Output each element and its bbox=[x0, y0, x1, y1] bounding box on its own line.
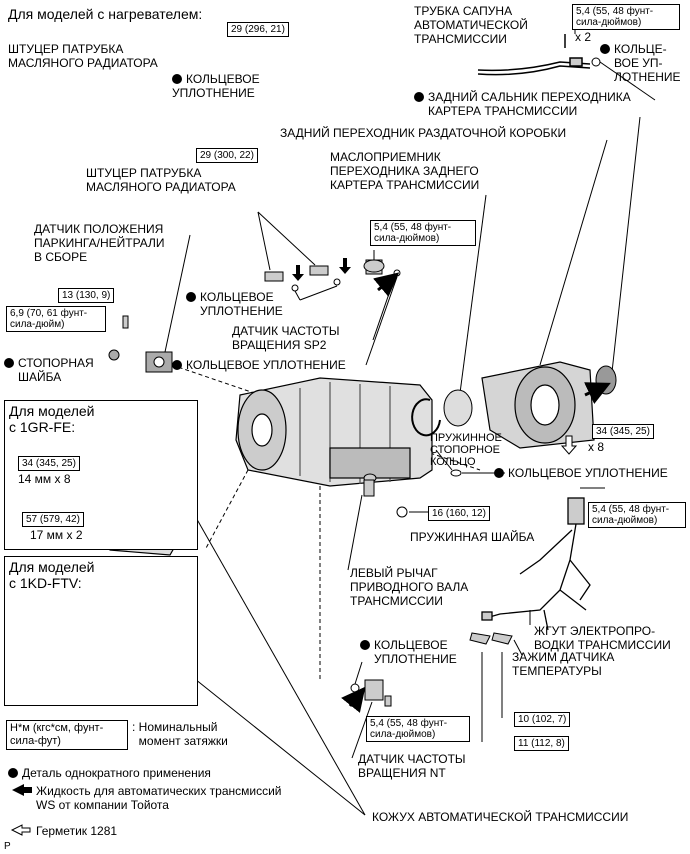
nonreusable-icon bbox=[172, 74, 182, 84]
o-ring-1-label: КОЛЬЦЕВОЕ УПЛОТНЕНИЕ bbox=[172, 72, 260, 100]
temp-clamp bbox=[469, 632, 523, 742]
torque-fitting2-box: 29 (300, 22) bbox=[196, 148, 258, 163]
legend-torque-format: Н*м (кгс*см, фунт- сила-фут) bbox=[6, 720, 128, 750]
nonreusable-icon bbox=[8, 768, 18, 778]
nonreusable-icon bbox=[360, 640, 370, 650]
o-ring-4-text: КОЛЬЦЕВОЕ УПЛОТНЕНИЕ bbox=[186, 358, 346, 372]
o-ring-2-label: КОЛЬЦЕ- ВОЕ УП- ЛОТНЕНИЕ bbox=[600, 42, 681, 84]
o-ring-5-label: КОЛЬЦЕВОЕ УПЛОТНЕНИЕ bbox=[494, 466, 668, 480]
o-ring-3-text: КОЛЬЦЕВОЕ УПЛОТНЕНИЕ bbox=[200, 290, 283, 318]
nonreusable-icon bbox=[494, 468, 504, 478]
shift-lever bbox=[347, 473, 377, 571]
o-ring-5-text: КОЛЬЦЕВОЕ УПЛОТНЕНИЕ bbox=[508, 466, 668, 480]
torque-heater-box: 29 (296, 21) bbox=[227, 22, 289, 37]
torque-harness-box: 5,4 (55, 48 фунт- сила-дюймов) bbox=[588, 502, 686, 528]
lock-washer-label: СТОПОРНАЯ ШАЙБА bbox=[4, 356, 94, 384]
torque-69-box: 6,9 (70, 61 фунт- сила-дюйм) bbox=[6, 306, 106, 332]
panel-1gr-title: Для моделей с 1GR-FE: bbox=[9, 403, 95, 435]
torque-57-box: 57 (579, 42) bbox=[22, 512, 84, 527]
nonreusable-icon bbox=[172, 360, 182, 370]
legend-fluid: Жидкость для автоматических трансмиссий … bbox=[36, 784, 282, 812]
o-ring-3-label: КОЛЬЦЕВОЕ УПЛОТНЕНИЕ bbox=[186, 290, 283, 318]
panel-1gr: Для моделей с 1GR-FE: bbox=[4, 400, 198, 550]
o-ring-4-label: КОЛЬЦЕВОЕ УПЛОТНЕНИЕ bbox=[172, 358, 346, 372]
nt-sensor-label: ДАТЧИК ЧАСТОТЫ ВРАЩЕНИЯ NT bbox=[358, 752, 466, 780]
panel-1kd: Для моделей с 1KD-FTV: bbox=[4, 556, 198, 706]
oil-cooler-fitting-2-label: ШТУЦЕР ПАТРУБКА МАСЛЯНОГО РАДИАТОРА bbox=[86, 166, 236, 194]
sp2-sensor bbox=[363, 250, 401, 366]
torque-nt-box: 5,4 (55, 48 фунт- сила-дюймов) bbox=[366, 716, 470, 742]
transmission-body bbox=[235, 377, 433, 487]
legend-nonreusable-text: Деталь однократного применения bbox=[22, 766, 211, 780]
torque-34-rear-box: 34 (345, 25) bbox=[592, 424, 654, 439]
nonreusable-icon bbox=[186, 292, 196, 302]
rear-seal-text: ЗАДНИЙ САЛЬНИК ПЕРЕХОДНИКА КАРТЕРА ТРАНС… bbox=[428, 90, 631, 118]
o-ring-6-text: КОЛЬЦЕВОЕ УПЛОТНЕНИЕ bbox=[374, 638, 457, 666]
bolt-17-label: 17 мм x 2 bbox=[30, 528, 83, 542]
oil-receiver-label: МАСЛОПРИЕМНИК ПЕРЕХОДНИКА ЗАДНЕГО КАРТЕР… bbox=[330, 150, 480, 192]
torque-34-box: 34 (345, 25) bbox=[18, 456, 80, 471]
wire-harness bbox=[481, 487, 605, 631]
park-neutral-label: ДАТЧИК ПОЛОЖЕНИЯ ПАРКИНГА/НЕЙТРАЛИ В СБО… bbox=[34, 222, 165, 264]
torque-sp2-box: 5,4 (55, 48 фунт- сила-дюймов) bbox=[370, 220, 476, 246]
page-code: P bbox=[4, 841, 11, 852]
rear-adapter-label: ЗАДНИЙ ПЕРЕХОДНИК РАЗДАТОЧНОЙ КОРОБКИ bbox=[280, 126, 567, 140]
x2-breather: x 2 bbox=[575, 30, 592, 44]
breather-tube-label: ТРУБКА САПУНА АВТОМАТИЧЕСКОЙ ТРАНСМИССИИ bbox=[414, 4, 528, 46]
heater-models-label: Для моделей с нагревателем: bbox=[8, 6, 203, 22]
oil-cooler-fitting-1-label: ШТУЦЕР ПАТРУБКА МАСЛЯНОГО РАДИАТОРА bbox=[8, 42, 158, 70]
x8-rear: x 8 bbox=[588, 440, 605, 454]
housing-label: КОЖУХ АВТОМАТИЧЕСКОЙ ТРАНСМИССИИ bbox=[372, 810, 629, 824]
legend-nonreusable: Деталь однократного применения bbox=[8, 766, 211, 780]
torque-16-box: 16 (160, 12) bbox=[428, 506, 490, 521]
temp-clamp-label: ЗАЖИМ ДАТЧИКА ТЕМПЕРАТУРЫ bbox=[512, 650, 615, 678]
nonreusable-icon bbox=[4, 358, 14, 368]
rear-adapter bbox=[481, 361, 595, 449]
o-ring-2-text: КОЛЬЦЕ- ВОЕ УП- ЛОТНЕНИЕ bbox=[614, 42, 681, 84]
wire-harness-label: ЖГУТ ЭЛЕКТРОПРО- ВОДКИ ТРАНСМИССИИ bbox=[534, 624, 671, 652]
snap-ring-label: ПРУЖИННОЕ СТОПОРНОЕ КОЛЬЦО bbox=[430, 432, 502, 468]
nonreusable-icon bbox=[414, 92, 424, 102]
sp2-sensor-label: ДАТЧИК ЧАСТОТЫ ВРАЩЕНИЯ SP2 bbox=[232, 324, 340, 352]
torque-10-box: 10 (102, 7) bbox=[514, 712, 571, 727]
panel-1kd-title: Для моделей с 1KD-FTV: bbox=[9, 559, 95, 591]
heater-panel bbox=[4, 4, 330, 104]
legend-torque-desc: : Номинальный момент затяжки bbox=[132, 720, 228, 748]
torque-breather-box: 5,4 (55, 48 фунт- сила-дюймов) bbox=[572, 4, 680, 30]
nt-sensor bbox=[350, 661, 392, 759]
o-ring-6-label: КОЛЬЦЕВОЕ УПЛОТНЕНИЕ bbox=[360, 638, 457, 666]
torque-13-box: 13 (130, 9) bbox=[58, 288, 115, 303]
nonreusable-icon bbox=[600, 44, 610, 54]
bolt-14-label: 14 мм x 8 bbox=[18, 472, 71, 486]
shift-lever-label: ЛЕВЫЙ РЫЧАГ ПРИВОДНОГО ВАЛА ТРАНСМИССИИ bbox=[350, 566, 469, 608]
mid-fittings-group bbox=[257, 211, 341, 301]
torque-11-box: 11 (112, 8) bbox=[514, 736, 569, 751]
o-ring-1-text: КОЛЬЦЕВОЕ УПЛОТНЕНИЕ bbox=[172, 72, 260, 100]
legend-sealant: Герметик 1281 bbox=[36, 824, 118, 838]
lock-washer-text: СТОПОРНАЯ ШАЙБА bbox=[18, 356, 94, 384]
rear-seal-label: ЗАДНИЙ САЛЬНИК ПЕРЕХОДНИКА КАРТЕРА ТРАНС… bbox=[414, 90, 631, 118]
spring-washer-label: ПРУЖИННАЯ ШАЙБА bbox=[410, 530, 535, 544]
